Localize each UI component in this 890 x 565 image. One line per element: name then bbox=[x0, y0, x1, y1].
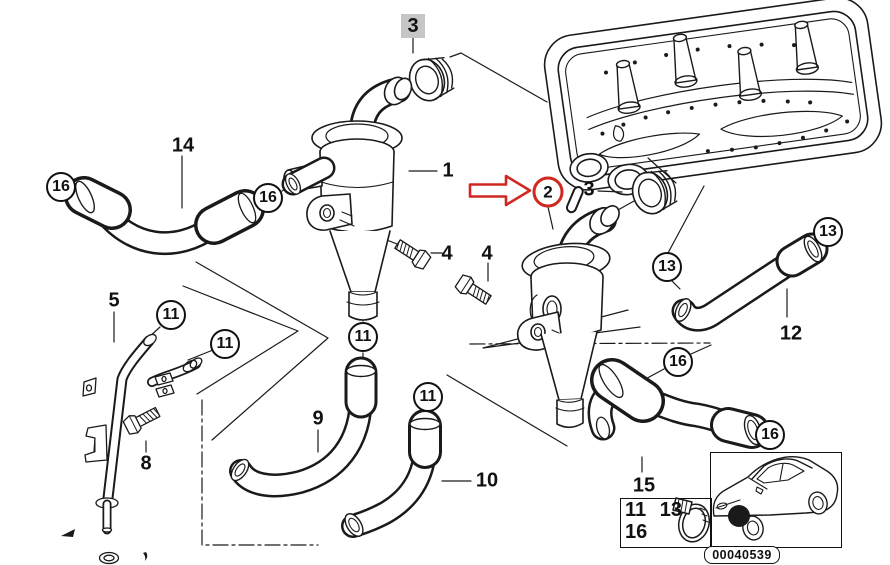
callout-selected-2[interactable]: 2 bbox=[532, 176, 564, 208]
callout-plain-15[interactable]: 15 bbox=[632, 474, 656, 497]
highlight-arrow-icon bbox=[468, 174, 532, 207]
cyclone-separator-1 bbox=[283, 76, 413, 321]
callout-circled-16-d[interactable]: 16 bbox=[755, 420, 785, 450]
callout-plain-12[interactable]: 12 bbox=[779, 322, 803, 345]
intake-manifold bbox=[543, 0, 883, 214]
bolt-4a bbox=[391, 235, 433, 272]
callout-circled-11-d[interactable]: 11 bbox=[413, 382, 443, 412]
callout-highlighted-3[interactable]: 3 bbox=[401, 14, 425, 38]
vent-hose-12 bbox=[671, 232, 829, 332]
print-mark bbox=[61, 529, 75, 537]
print-mark-2 bbox=[143, 552, 148, 561]
callout-circled-11-b[interactable]: 11 bbox=[210, 329, 240, 359]
sealing-grommet-1 bbox=[403, 51, 459, 107]
callout-plain-3[interactable]: 3 bbox=[583, 178, 595, 201]
vent-hose-15 bbox=[587, 358, 770, 449]
callout-circled-11-c[interactable]: 11 bbox=[348, 322, 378, 352]
phantom-outline bbox=[182, 261, 711, 546]
legend-row-1: 11 13 bbox=[625, 499, 682, 521]
callout-plain-4-a[interactable]: 4 bbox=[441, 242, 453, 265]
cyclone-separator-2 bbox=[516, 200, 635, 429]
callout-circled-13-a[interactable]: 13 bbox=[652, 252, 682, 282]
car-location-dot bbox=[728, 505, 750, 527]
diagram-code-badge: 00040539 bbox=[704, 546, 780, 564]
callout-plain-4-b[interactable]: 4 bbox=[481, 242, 493, 265]
car-location-inset bbox=[710, 452, 842, 548]
bolt-8 bbox=[121, 402, 163, 438]
callout-plain-5[interactable]: 5 bbox=[108, 289, 120, 312]
callout-circled-13-b[interactable]: 13 bbox=[813, 217, 843, 247]
callout-circled-16-a[interactable]: 16 bbox=[46, 172, 76, 202]
callout-plain-14[interactable]: 14 bbox=[171, 134, 195, 157]
callout-circled-11-a[interactable]: 11 bbox=[156, 300, 186, 330]
callout-circled-16-b[interactable]: 16 bbox=[253, 183, 283, 213]
callout-plain-9[interactable]: 9 bbox=[312, 407, 324, 430]
vent-hose-14 bbox=[64, 176, 265, 256]
legend-box bbox=[620, 498, 712, 548]
callout-circled-16-c[interactable]: 16 bbox=[663, 347, 693, 377]
dipstick-guide-tube bbox=[82, 333, 203, 565]
hose-clamp-icon bbox=[672, 497, 711, 543]
separator-inlet-stub bbox=[281, 156, 336, 196]
callout-plain-10[interactable]: 10 bbox=[475, 469, 499, 492]
callout-plain-8[interactable]: 8 bbox=[140, 452, 152, 475]
legend-row-2: 16 bbox=[625, 521, 648, 543]
vent-hose-10 bbox=[341, 409, 442, 538]
vent-hose-9 bbox=[229, 356, 378, 498]
callout-plain-1[interactable]: 1 bbox=[442, 159, 454, 182]
car-icon bbox=[712, 456, 839, 541]
